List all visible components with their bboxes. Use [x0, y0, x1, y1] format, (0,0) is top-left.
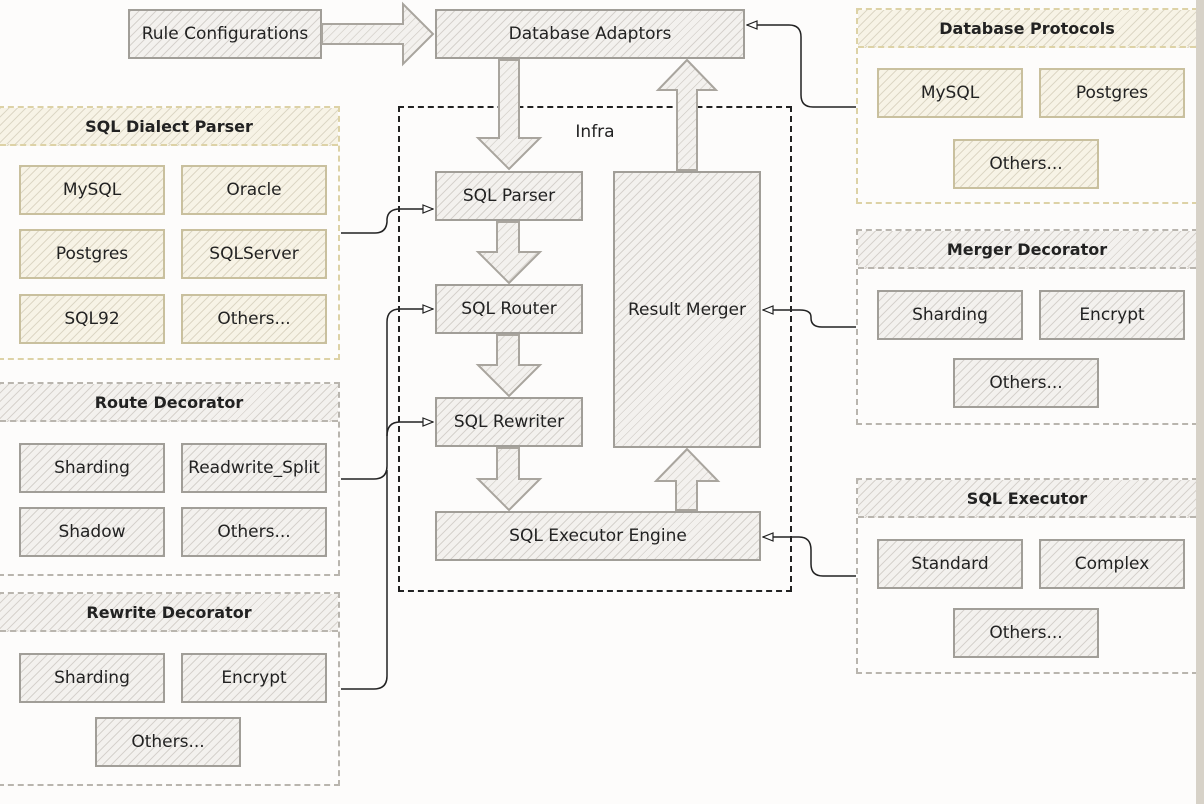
- dialect-item: SQL92: [19, 294, 165, 344]
- executor-item-label: Standard: [911, 554, 989, 574]
- merger-decorator-panel: Merger Decorator: [856, 229, 1198, 425]
- database-adaptors-label: Database Adaptors: [508, 24, 672, 44]
- sql-rewriter-box: SQL Rewriter: [435, 397, 583, 447]
- route-item-label: Others...: [217, 522, 291, 542]
- merger-item-label: Sharding: [912, 305, 988, 325]
- sql-dialect-parser-panel: SQL Dialect Parser: [0, 106, 340, 360]
- rewrite-item-label: Others...: [131, 732, 205, 752]
- dialect-item: Others...: [181, 294, 327, 344]
- database-adaptors-box: Database Adaptors: [435, 9, 745, 59]
- sql-executor-panel: SQL Executor: [856, 478, 1198, 674]
- rewrite-decorator-title: Rewrite Decorator: [0, 594, 338, 632]
- protocol-item: MySQL: [877, 68, 1023, 118]
- protocol-item: Postgres: [1039, 68, 1185, 118]
- rewrite-item: Encrypt: [181, 653, 327, 703]
- infra-label: Infra: [575, 122, 615, 142]
- merger-decorator-title: Merger Decorator: [858, 231, 1196, 269]
- sql-executor-engine-label: SQL Executor Engine: [509, 526, 687, 546]
- protocol-item-label: MySQL: [920, 83, 980, 103]
- protocol-item-label: Others...: [989, 154, 1063, 174]
- dialect-item: Oracle: [181, 165, 327, 215]
- merger-item: Encrypt: [1039, 290, 1185, 340]
- executor-item-label: Complex: [1074, 554, 1150, 574]
- rewrite-item: Sharding: [19, 653, 165, 703]
- sql-router-label: SQL Router: [461, 299, 557, 319]
- route-decorator-panel: Route Decorator: [0, 382, 340, 576]
- route-item: Sharding: [19, 443, 165, 493]
- rule-to-adaptors-arrow: [321, 1, 435, 67]
- protocol-item-label: Postgres: [1075, 83, 1149, 103]
- protocols-to-adaptors-connector: [747, 25, 856, 108]
- dialect-item: Postgres: [19, 229, 165, 279]
- dialect-item-label: Others...: [217, 309, 291, 329]
- rewrite-item-label: Encrypt: [221, 668, 287, 688]
- route-item-label: Readwrite_Split: [188, 458, 320, 478]
- executor-item: Standard: [877, 539, 1023, 589]
- sql-executor-engine-box: SQL Executor Engine: [435, 511, 761, 561]
- dialect-item-label: MySQL: [62, 180, 122, 200]
- dialect-item-label: Oracle: [226, 180, 282, 200]
- route-item: Readwrite_Split: [181, 443, 327, 493]
- rule-configurations-label: Rule Configurations: [141, 24, 309, 44]
- dialect-item-label: SQLServer: [209, 244, 299, 264]
- right-edge-strip: [1196, 0, 1204, 804]
- dialect-item-label: SQL92: [64, 309, 120, 329]
- merger-item-label: Others...: [989, 373, 1063, 393]
- merger-item-label: Encrypt: [1079, 305, 1145, 325]
- executor-item: Others...: [953, 608, 1099, 658]
- route-item-label: Sharding: [54, 458, 130, 478]
- route-decorator-title: Route Decorator: [0, 384, 338, 422]
- merger-item: Sharding: [877, 290, 1023, 340]
- sql-parser-label: SQL Parser: [462, 186, 556, 206]
- executor-item-label: Others...: [989, 623, 1063, 643]
- rewrite-item: Others...: [95, 717, 241, 767]
- sql-router-box: SQL Router: [435, 284, 583, 334]
- rewrite-item-label: Sharding: [54, 668, 130, 688]
- executor-item: Complex: [1039, 539, 1185, 589]
- rule-configurations-box: Rule Configurations: [128, 9, 322, 59]
- sql-rewriter-label: SQL Rewriter: [453, 412, 565, 432]
- dialect-item-label: Postgres: [55, 244, 129, 264]
- route-item: Shadow: [19, 507, 165, 557]
- sql-dialect-parser-title: SQL Dialect Parser: [0, 108, 338, 146]
- sql-executor-title: SQL Executor: [858, 480, 1196, 518]
- protocol-item: Others...: [953, 139, 1099, 189]
- dialect-item: SQLServer: [181, 229, 327, 279]
- dialect-item: MySQL: [19, 165, 165, 215]
- route-item: Others...: [181, 507, 327, 557]
- database-protocols-title: Database Protocols: [858, 10, 1196, 48]
- result-merger-label: Result Merger: [628, 299, 746, 320]
- merger-item: Others...: [953, 358, 1099, 408]
- rewrite-to-rewriter-connector: [341, 470, 388, 690]
- sql-parser-box: SQL Parser: [435, 171, 583, 221]
- rewrite-decorator-panel: Rewrite Decorator: [0, 592, 340, 786]
- result-merger-box: Result Merger: [613, 171, 761, 448]
- route-item-label: Shadow: [58, 522, 126, 542]
